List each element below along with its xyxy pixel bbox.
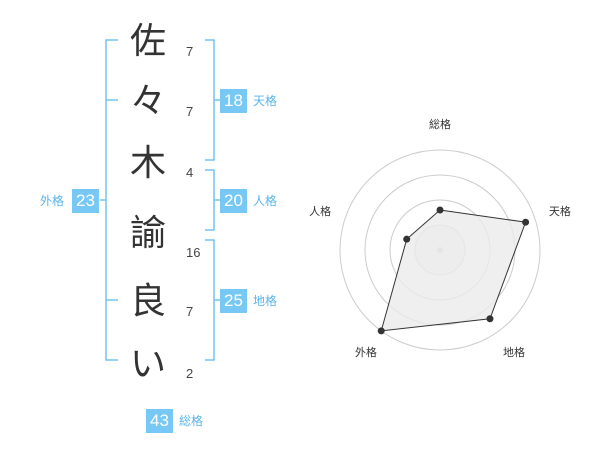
- stroke-count-5: 7: [186, 304, 194, 319]
- stroke-count-3: 4: [186, 165, 194, 180]
- stroke-count-4: 16: [186, 245, 201, 260]
- jinkaku-badge: 20: [220, 189, 247, 213]
- chikaku-badge: 25: [220, 289, 247, 313]
- radar-point-4: [403, 235, 411, 243]
- name-char-5: 良: [129, 281, 166, 322]
- name-char-2: 々: [129, 81, 166, 122]
- radar-label-1: 天格: [549, 204, 571, 218]
- radar-label-3: 外格: [355, 345, 377, 359]
- radar-label-4: 人格: [309, 204, 331, 218]
- gaikaku-label: 外格: [40, 194, 65, 208]
- radar-ring-4: [339, 149, 541, 351]
- radar-point-2: [486, 315, 494, 323]
- jinkaku-label: 人格: [253, 194, 278, 208]
- tenkaku-label: 天格: [253, 94, 278, 108]
- radar-point-3: [377, 327, 385, 335]
- soukaku-badge: 43: [146, 409, 173, 433]
- stroke-count-2: 7: [186, 104, 194, 119]
- radar-label-0: 総格: [429, 117, 451, 131]
- tenkaku-badge: 18: [220, 89, 247, 113]
- radar-point-1: [522, 218, 530, 226]
- radar-point-0: [436, 206, 444, 214]
- name-char-6: い: [129, 344, 166, 385]
- soukaku-label: 総格: [179, 414, 204, 428]
- name-char-1: 佐: [129, 21, 166, 62]
- stroke-count-1: 7: [186, 44, 194, 59]
- gaikaku-badge: 23: [72, 189, 99, 213]
- radar-points: [377, 206, 530, 335]
- radar-label-2: 地格: [503, 345, 525, 359]
- radar-area: [380, 209, 527, 332]
- name-char-4: 諭: [129, 213, 166, 254]
- stroke-count-6: 2: [186, 366, 194, 381]
- chikaku-label: 地格: [253, 294, 278, 308]
- name-char-3: 木: [129, 143, 166, 184]
